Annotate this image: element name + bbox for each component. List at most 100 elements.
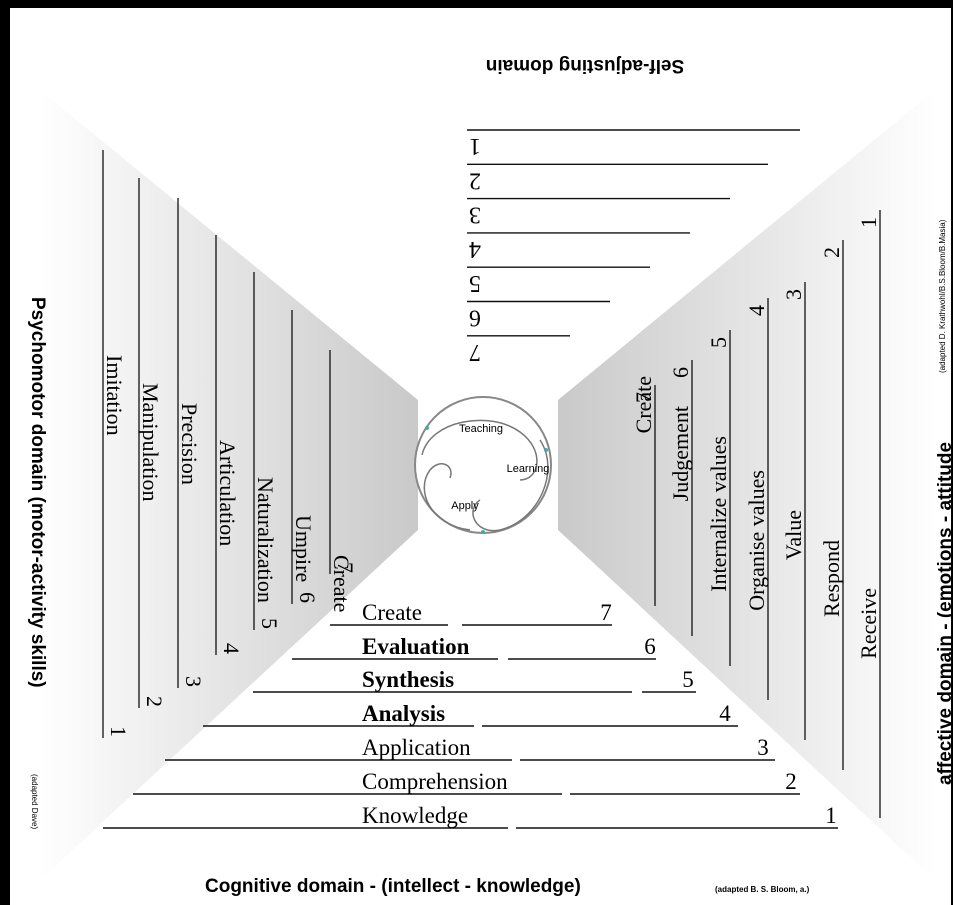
cognitive-label: Application [362, 735, 471, 760]
self-adjusting-number: 2 [469, 167, 481, 193]
cycle-swirl-1 [421, 419, 538, 481]
self-adjusting-level-7: 7 [467, 335, 570, 365]
cognitive-level-4: Analysis 4 [203, 701, 738, 727]
cycle-swirl-2 [472, 439, 549, 532]
affective-label: Value [781, 510, 806, 560]
affective-label: Judgement [668, 406, 693, 501]
cognitive-level-6: Evaluation 6 [292, 634, 656, 660]
self-adjusting-number: 7 [469, 339, 481, 365]
affective-number: 6 [668, 367, 693, 378]
affective-label: Respond [819, 540, 844, 617]
psychomotor-level-6: Umpire 6 [291, 310, 320, 604]
psychomotor-number: 6 [295, 592, 320, 603]
self-adjusting-title: Self-adjusting domain [486, 55, 684, 76]
psychomotor-label: Precision [177, 403, 202, 485]
teaching-learning-apply-cycle: Teaching Learning Apply [414, 396, 552, 534]
cognitive-number: 4 [719, 701, 731, 726]
affective-level-4: Organise values 4 [744, 298, 769, 700]
psychomotor-level-1: Imitation 1 [102, 150, 131, 738]
psychomotor-wedge [40, 90, 418, 880]
affective-title: affective domain - (emotions - attitude … [935, 219, 953, 785]
psychomotor-title: Psychomotor domain (motor-activity skill… [27, 297, 48, 829]
psychomotor-number: 7 [333, 562, 358, 573]
affective-label: Organise values [744, 470, 769, 611]
cognitive-number: 2 [785, 769, 797, 794]
cognitive-level-1: Knowledge 1 [103, 803, 838, 829]
cognitive-number: 5 [682, 667, 694, 692]
self-adjusting-level-5: 5 [467, 266, 650, 296]
frame-top-border [0, 0, 953, 8]
affective-label: Receive [856, 588, 881, 659]
affective-level-6: Judgement 6 [668, 360, 693, 636]
affective-number: 7 [631, 392, 656, 403]
affective-wedge [558, 90, 935, 880]
cognitive-label: Evaluation [362, 634, 470, 659]
cycle-label-teaching: Teaching [459, 423, 503, 435]
affective-label: Create [631, 376, 656, 433]
cycle-swirl-3 [423, 463, 471, 531]
frame-right-border [951, 0, 953, 905]
cognitive-label: Comprehension [362, 769, 508, 794]
psychomotor-label: Articulation [215, 440, 240, 546]
psychomotor-title-credit: (adapted Dave) [30, 774, 39, 829]
psychomotor-number: 1 [106, 726, 131, 737]
psychomotor-levels: Imitation 1 Manipulation 2 Precision 3 Articul… [102, 150, 358, 738]
cognitive-label: Analysis [362, 701, 445, 726]
psychomotor-number: 3 [181, 676, 206, 687]
self-adjusting-level-3: 3 [467, 197, 730, 228]
psychomotor-number: 2 [142, 696, 167, 707]
self-adjusting-level-1: 1 [467, 129, 800, 159]
cognitive-label: Knowledge [362, 803, 468, 828]
psychomotor-level-3: Precision 3 [177, 198, 206, 688]
psychomotor-level-2: Manipulation 2 [138, 178, 167, 708]
psychomotor-number: 4 [219, 643, 244, 654]
affective-title-credit: (adapted D. Krathwohl/B.S.Bloom/B.Masia) [938, 219, 947, 373]
affective-number: 5 [706, 337, 731, 348]
self-adjusting-number: 5 [469, 270, 481, 296]
cycle-dot-1 [425, 426, 429, 430]
psychomotor-label: Umpire [291, 515, 316, 582]
cycle-label-apply: Apply [451, 500, 479, 512]
cognitive-number: 6 [644, 634, 656, 659]
affective-number: 3 [781, 289, 806, 300]
affective-number: 1 [856, 217, 881, 228]
self-adjusting-number: 4 [469, 236, 481, 262]
cycle-dot-3 [481, 530, 485, 534]
affective-level-1: Receive 1 [856, 210, 881, 818]
psychomotor-level-4: Articulation 4 [215, 235, 244, 655]
self-adjusting-levels: 1 2 3 4 5 6 7 [467, 129, 800, 365]
affective-label: Internalize values [706, 436, 731, 592]
psychomotor-label: Naturalization [253, 477, 278, 603]
psychomotor-title-main: Psychomotor domain (motor-activity skill… [27, 297, 48, 688]
cognitive-label: Synthesis [362, 667, 454, 692]
psychomotor-level-5: Naturalization 5 [253, 272, 282, 630]
cognitive-title-main: Cognitive domain - (intellect - knowledg… [205, 876, 581, 897]
affective-number: 4 [744, 305, 769, 316]
cycle-label-learning: Learning [507, 463, 550, 475]
self-adjusting-number: 6 [469, 305, 481, 331]
cognitive-number: 1 [825, 803, 837, 828]
psychomotor-number: 5 [257, 618, 282, 629]
self-adjusting-level-4: 4 [467, 232, 690, 262]
psychomotor-label: Manipulation [138, 383, 163, 502]
affective-level-5: Internalize values 5 [706, 330, 731, 666]
cycle-dot-2 [544, 448, 548, 452]
affective-number: 2 [819, 247, 844, 258]
affective-level-3: Value 3 [781, 282, 806, 740]
cognitive-title: Cognitive domain - (intellect - knowledg… [205, 876, 810, 897]
self-adjusting-number: 1 [469, 133, 481, 159]
psychomotor-label: Imitation [102, 355, 127, 436]
frame-left-border [0, 0, 10, 905]
self-adjusting-level-6: 6 [467, 300, 610, 331]
cognitive-title-credit: (adapted B. S. Bloom, a.) [715, 885, 810, 894]
affective-title-main: affective domain - (emotions - attitude [935, 442, 953, 785]
cognitive-label: Create [362, 600, 422, 625]
